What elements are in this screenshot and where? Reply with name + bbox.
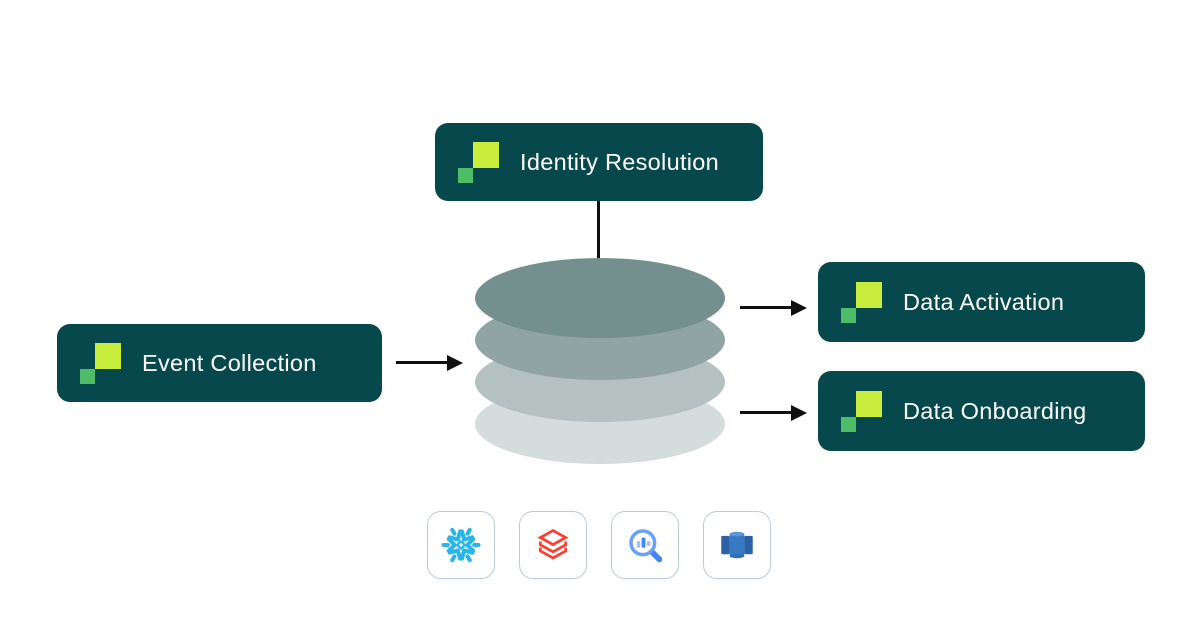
- node-identity-resolution: Identity Resolution: [435, 123, 763, 201]
- logo-green-square: [458, 167, 473, 183]
- arrow-head-icon: [447, 354, 463, 371]
- arrow-event-to-stack: [396, 354, 463, 371]
- logo-lime-square: [856, 390, 882, 417]
- logo-lime-square: [95, 342, 121, 369]
- logo-lime-square: [473, 141, 499, 168]
- bigquery-icon: [629, 529, 663, 563]
- snowflake-icon: [440, 524, 482, 566]
- node-label: Event Collection: [142, 349, 317, 376]
- node-data-onboarding: Data Onboarding: [818, 371, 1145, 451]
- warehouse-card-row: [427, 511, 771, 579]
- arrow-shaft: [740, 411, 791, 414]
- arrow-shaft: [396, 361, 447, 364]
- arrow-shaft: [740, 306, 791, 309]
- connector-identity-line: [597, 200, 600, 270]
- node-data-activation: Data Activation: [818, 262, 1145, 342]
- squares-logo-icon: [841, 390, 882, 432]
- squares-logo-icon: [458, 141, 499, 183]
- arrow-stack-to-activation: [740, 299, 807, 316]
- redshift-icon: [721, 531, 753, 559]
- database-layer-1: [475, 258, 725, 338]
- logo-lime-square: [856, 281, 882, 308]
- logo-green-square: [80, 368, 95, 384]
- node-event-collection: Event Collection: [57, 324, 382, 402]
- logo-green-square: [841, 307, 856, 323]
- databricks-icon: [537, 529, 569, 560]
- node-label: Identity Resolution: [520, 148, 720, 175]
- squares-logo-icon: [841, 281, 882, 323]
- bigquery-card: [611, 511, 679, 579]
- node-label: Data Activation: [903, 288, 1065, 315]
- redshift-card: [703, 511, 771, 579]
- logo-green-square: [841, 416, 856, 432]
- node-label: Data Onboarding: [903, 397, 1087, 424]
- arrow-head-icon: [791, 404, 807, 421]
- databricks-card: [519, 511, 587, 579]
- arrow-head-icon: [791, 299, 807, 316]
- snowflake-card: [427, 511, 495, 579]
- squares-logo-icon: [80, 342, 121, 384]
- arrow-stack-to-onboarding: [740, 404, 807, 421]
